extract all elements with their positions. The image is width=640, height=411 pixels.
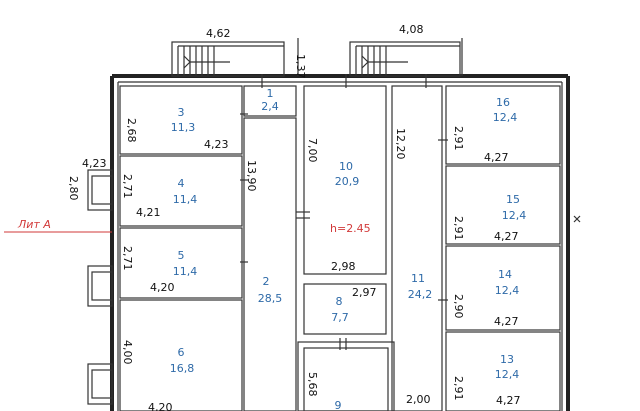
- dim-corr-len: 13,90: [245, 160, 258, 192]
- room-3-area: 11,3: [171, 121, 196, 134]
- room-6-num: 6: [178, 346, 185, 359]
- room-11-num: 11: [411, 272, 425, 285]
- room-5-num: 5: [178, 249, 185, 262]
- room-13-area: 12,4: [495, 368, 520, 381]
- outer-walls: [110, 74, 570, 411]
- dim-stair-right-w: 4,08: [399, 23, 424, 36]
- room-10-height: h=2.45: [330, 222, 371, 235]
- dim-r4-w: 4,21: [136, 206, 161, 219]
- room-10-area: 20,9: [335, 175, 360, 188]
- door-marks: [240, 74, 581, 350]
- dim-stair-depth: 1,37: [294, 54, 307, 79]
- room-15-num: 15: [506, 193, 520, 206]
- room-1-num: 1: [267, 87, 274, 100]
- room-4-area: 11,4: [173, 193, 198, 206]
- room-8-outline: [303, 283, 387, 335]
- dim-r15-w: 4,27: [494, 230, 519, 243]
- left-rooms: [119, 85, 243, 411]
- room-2-area: 28,5: [258, 292, 283, 305]
- dim-ext-h: 2,80: [67, 176, 80, 201]
- room-11-area: 24,2: [408, 288, 433, 301]
- dim-r3-w: 4,23: [204, 138, 229, 151]
- lit-label: Лит А: [17, 218, 51, 231]
- room-16-num: 16: [496, 96, 510, 109]
- room-4-num: 4: [178, 177, 185, 190]
- room-15-area: 12,4: [502, 209, 527, 222]
- dim-r3-h: 2,68: [125, 118, 138, 143]
- room-9-num: 9: [335, 399, 342, 411]
- dim-r5-w: 4,20: [150, 281, 175, 294]
- room-1-area: 2,4: [261, 100, 279, 113]
- room-8-num: 8: [336, 295, 343, 308]
- dim-r16-h: 2,91: [452, 126, 465, 151]
- room-3-num: 3: [178, 106, 185, 119]
- dim-stair-left-w: 4,62: [206, 27, 231, 40]
- dim-r9-h: 5,68: [306, 372, 319, 397]
- dim-r6-h: 4,00: [121, 340, 134, 365]
- dim-r6-w: 4,20: [148, 401, 173, 411]
- dim-r8-w: 2,97: [352, 286, 377, 299]
- room-16-area: 12,4: [493, 111, 518, 124]
- room-6-area: 16,8: [170, 362, 195, 375]
- room-5-area: 11,4: [173, 265, 198, 278]
- room-14-area: 12,4: [495, 284, 520, 297]
- stair-right: [349, 41, 461, 77]
- dim-r15-h: 2,91: [452, 216, 465, 241]
- room-10-outline: [303, 85, 387, 275]
- dim-ext-w: 4,23: [82, 157, 107, 170]
- room-10-num: 10: [339, 160, 353, 173]
- stair-left: [171, 41, 285, 77]
- room-2-num: 2: [263, 275, 270, 288]
- dim-r14-h: 2,90: [452, 294, 465, 319]
- dim-r13-h: 2,91: [452, 376, 465, 401]
- dim-r11-len: 12,20: [394, 128, 407, 160]
- room-8-area: 7,7: [331, 311, 349, 324]
- room-13-num: 13: [500, 353, 514, 366]
- corridor: [243, 85, 297, 411]
- right-rooms: [445, 85, 561, 411]
- dim-r16-w: 4,27: [484, 151, 509, 164]
- room-11-outline: [391, 85, 443, 411]
- dim-r10-h: 7,00: [306, 138, 319, 163]
- dim-r4-h: 2,71: [121, 174, 134, 199]
- dim-r14-w: 4,27: [494, 315, 519, 328]
- dim-r13-w: 4,27: [496, 394, 521, 407]
- dim-r10-w: 2,98: [331, 260, 356, 273]
- dim-r5-h: 2,71: [121, 246, 134, 271]
- left-entrances: [87, 169, 113, 405]
- room-14-num: 14: [498, 268, 512, 281]
- dim-r11-w: 2,00: [406, 393, 431, 406]
